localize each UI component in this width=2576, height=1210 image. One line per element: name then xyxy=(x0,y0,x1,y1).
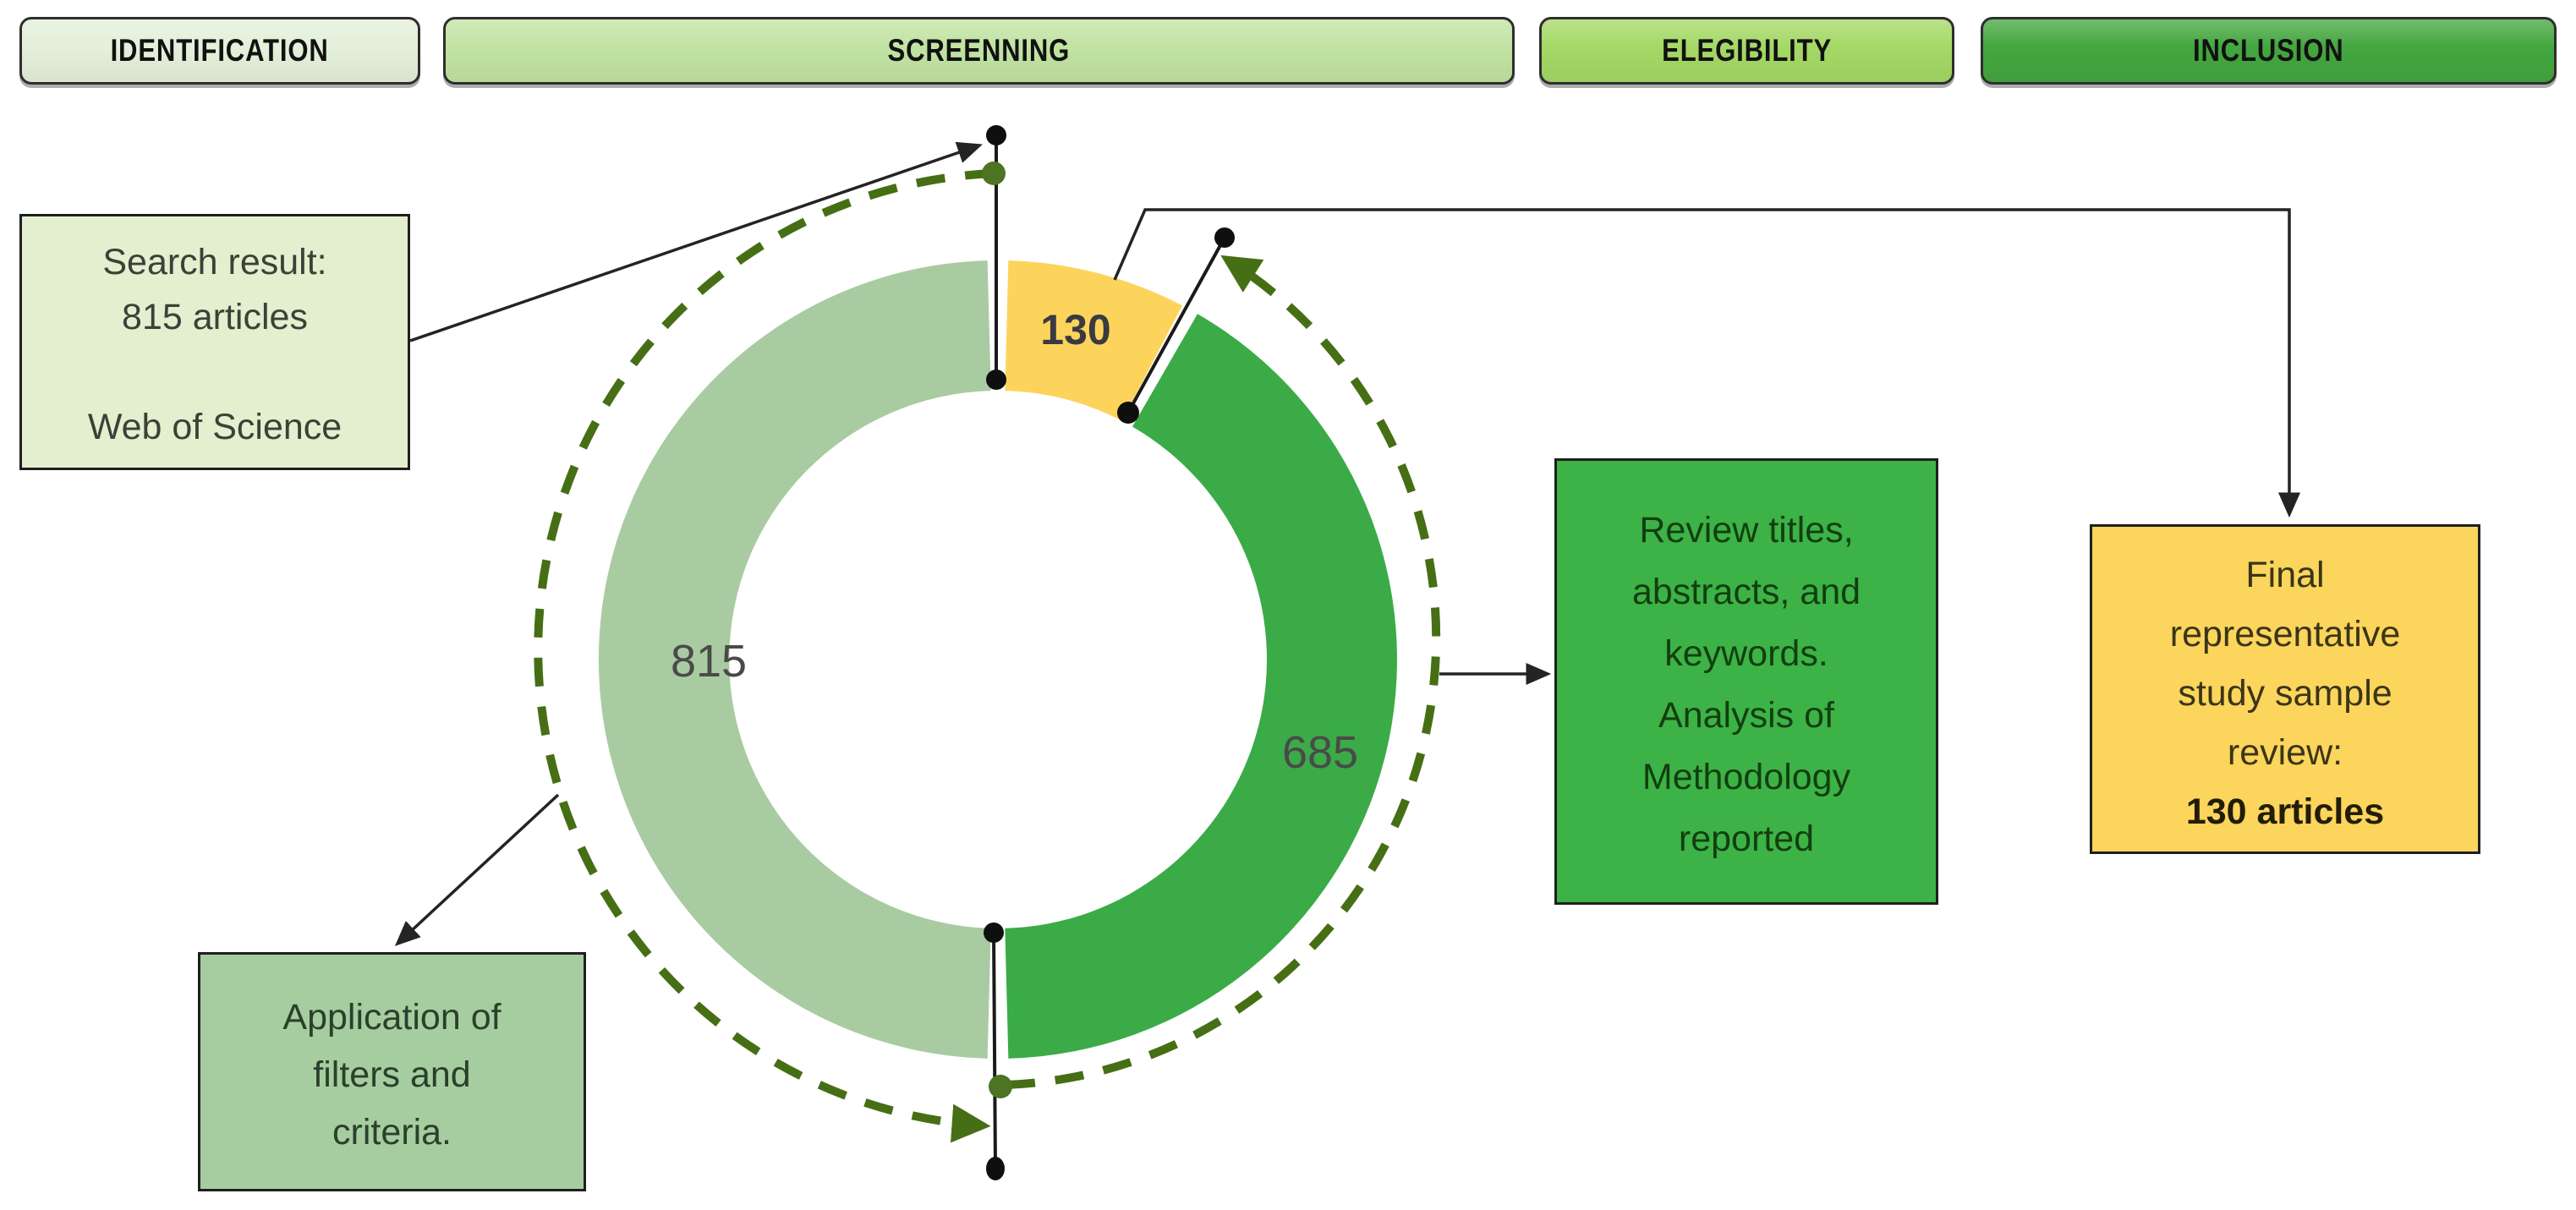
filters-line: filters and xyxy=(313,1054,471,1095)
connector-arc-to-filters-box xyxy=(394,793,560,946)
filters-criteria-box: Application of filters and criteria. xyxy=(198,952,586,1191)
marker-line-6-oclock xyxy=(992,932,997,1170)
review-line: Methodology xyxy=(1642,757,1851,797)
review-line: reported xyxy=(1678,819,1815,859)
review-line: keywords. xyxy=(1664,633,1828,674)
search-result-line xyxy=(22,345,408,400)
search-result-line: 815 articles xyxy=(122,297,308,337)
stage-header-eligibility: ELEGIBILITY xyxy=(1539,17,1954,85)
final-sample-box: Final representative study sample review… xyxy=(2090,524,2480,854)
final-sample-line: representative xyxy=(2169,614,2401,654)
review-process-box: Review titles, abstracts, and keywords. … xyxy=(1554,458,1938,905)
donut-label-815: 815 xyxy=(671,636,747,687)
review-line: abstracts, and xyxy=(1631,572,1861,612)
dot-bottom-outer xyxy=(986,1157,1005,1180)
search-result-line: Search result: xyxy=(102,242,327,282)
dot-top-inner xyxy=(986,370,1006,390)
dot-bottom-inner xyxy=(984,923,1004,943)
dashed-arc-right xyxy=(1006,255,1441,1089)
dot-top-outer xyxy=(986,125,1006,145)
donut-label-685: 685 xyxy=(1282,727,1358,778)
donut-segment-815 xyxy=(598,260,991,1059)
search-result-box: Search result: 815 articles Web of Scien… xyxy=(19,214,410,470)
search-result-line: Web of Science xyxy=(87,407,343,447)
dot-arc-start-bottom xyxy=(989,1075,1012,1098)
donut-segment-685 xyxy=(1005,314,1397,1059)
review-line: Analysis of xyxy=(1658,695,1834,736)
stage-header-label: SCREENNING xyxy=(887,33,1071,68)
final-sample-line: review: xyxy=(2227,732,2343,773)
final-sample-line: Final xyxy=(2245,555,2325,595)
final-sample-line: 130 articles xyxy=(2185,791,2385,832)
connector-search-to-donut-top xyxy=(409,141,983,342)
final-sample-line: study sample xyxy=(2178,673,2392,714)
stage-header-inclusion: INCLUSION xyxy=(1981,17,2557,85)
dot-boundary-inner xyxy=(1117,402,1139,424)
stage-header-label: ELEGIBILITY xyxy=(1662,33,1832,68)
stage-header-label: INCLUSION xyxy=(2193,33,2344,68)
filters-line: Application of xyxy=(282,997,501,1038)
review-line: Review titles, xyxy=(1639,510,1854,550)
stage-header-label: IDENTIFICATION xyxy=(110,33,330,68)
dot-arc-start-top xyxy=(982,162,1006,185)
connector-yellow-to-final-box xyxy=(1113,208,2301,518)
stage-header-screening: SCREENNING xyxy=(443,17,1515,85)
stage-header-identification: IDENTIFICATION xyxy=(19,17,420,85)
dot-boundary-outer xyxy=(1214,227,1235,248)
donut-segment-130 xyxy=(1005,260,1182,421)
filters-line: criteria. xyxy=(332,1112,452,1153)
donut-label-130: 130 xyxy=(1040,306,1110,353)
marker-line-yellow-green-boundary xyxy=(1126,237,1226,413)
